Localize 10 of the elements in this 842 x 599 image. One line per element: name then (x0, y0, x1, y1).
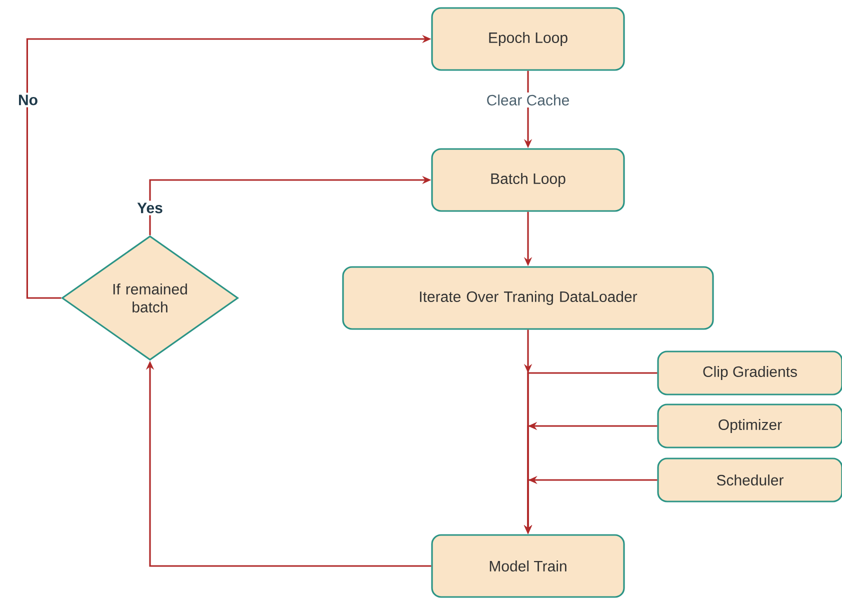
process-box: Clip Gradients (657, 350, 842, 396)
edge-label: No (16, 92, 40, 108)
process-box: Model Train (431, 534, 625, 598)
edge-label: Yes (135, 200, 165, 216)
process-box: Batch Loop (431, 148, 625, 212)
process-box: Epoch Loop (431, 7, 625, 71)
edge-label: Clear Cache (484, 92, 572, 108)
process-box: Scheduler (657, 458, 842, 502)
process-box: Iterate Over Traning DataLoader (342, 266, 714, 330)
process-box: Optimizer (657, 404, 842, 448)
